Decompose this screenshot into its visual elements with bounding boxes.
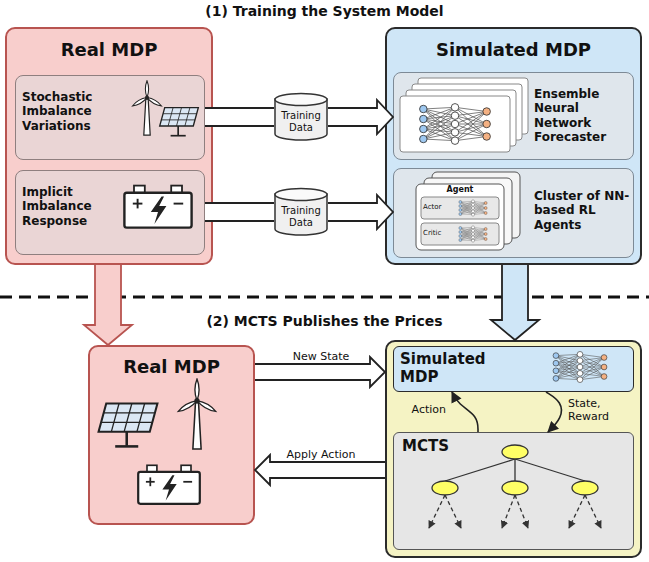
- model-box: Simulated MDP: [393, 346, 634, 392]
- ensemble-network-figure: [400, 78, 528, 152]
- node-text: Cluster of NN-based RL Agents: [534, 189, 630, 232]
- flow-arrow: [546, 392, 561, 432]
- arrow-fill: [328, 100, 393, 134]
- process-box: Stochastic Imbalance Variations: [15, 75, 205, 160]
- solar-panel-icon: [99, 404, 158, 447]
- edge-label: Action: [396, 403, 446, 416]
- node-text: Real MDP: [7, 39, 211, 61]
- node-text: Stochastic Imbalance Variations: [22, 90, 117, 133]
- flow-arrow: [452, 392, 478, 432]
- arrow-outline: [205, 220, 274, 222]
- arrow-outline: [205, 107, 274, 109]
- block-arrow: [84, 265, 132, 345]
- node-text: MCTS: [402, 437, 482, 455]
- section-heading: (2) MCTS Publishes the Prices: [0, 313, 649, 330]
- block-arrow: [328, 100, 393, 134]
- block-arrow: [328, 195, 393, 229]
- arrow-line: [452, 392, 478, 432]
- cylinder-top: [275, 189, 327, 201]
- cylinder-top: [275, 94, 327, 106]
- database-cylinder: Training Data: [274, 93, 328, 141]
- solar-panel-icon: [160, 108, 199, 136]
- arrow-line: [546, 392, 561, 432]
- database-cylinder: Training Data: [274, 188, 328, 236]
- node-text: Training Data: [275, 205, 327, 229]
- edge-label: New State: [262, 350, 380, 363]
- model-box: Ensemble Neural Network Forecaster: [393, 72, 634, 160]
- network-icon: [553, 351, 607, 382]
- planner-panel: Simulated MDP MCTS: [385, 340, 642, 558]
- arrow-fill: [205, 203, 274, 221]
- arrow-outline: [84, 265, 132, 345]
- arrow-outline: [205, 202, 274, 204]
- node-text: Real MDP: [90, 356, 253, 378]
- block-arrow: [205, 203, 274, 221]
- node-text: Simulated MDP: [400, 350, 512, 386]
- system-panel: Real MDP: [88, 345, 255, 525]
- battery-icon: [138, 465, 200, 504]
- edge-label: State, Reward: [568, 397, 630, 423]
- node-text: Implicit Imbalance Response: [22, 185, 117, 228]
- arrow-fill: [84, 265, 132, 345]
- node-text: Ensemble Neural Network Forecaster: [534, 87, 630, 145]
- arrow-fill: [205, 108, 274, 126]
- diagram-title: (1) Training the System Model: [0, 3, 649, 20]
- node-text: Training Data: [275, 110, 327, 134]
- arrow-fill: [491, 265, 539, 340]
- search-tree-figure: [429, 445, 601, 528]
- block-arrow: [491, 265, 539, 340]
- arrow-fill: [328, 195, 393, 229]
- arrow-outline: [328, 100, 393, 134]
- search-box: MCTS: [393, 432, 634, 550]
- agent-cluster-figure: [416, 172, 520, 250]
- model-box: Cluster of NN-based RL Agents: [393, 168, 634, 258]
- block-arrow: [205, 108, 274, 126]
- edge-label: Apply Action: [262, 448, 380, 461]
- process-box: Implicit Imbalance Response: [15, 170, 205, 255]
- arrow-outline: [491, 265, 539, 340]
- component-label: Actor: [423, 203, 450, 211]
- arrow-outline: [205, 125, 274, 127]
- arrow-outline: [328, 195, 393, 229]
- node-text: Simulated MDP: [387, 39, 640, 61]
- component-label: Critic: [423, 229, 450, 237]
- battery-icon: [124, 186, 191, 228]
- wind-turbine-icon: [177, 379, 216, 449]
- system-panel: Real MDP Stochastic Imbalance VariationsI…: [5, 27, 213, 265]
- component-label: Agent: [416, 185, 504, 195]
- section-divider: [0, 296, 649, 299]
- wind-turbine-icon: [132, 81, 163, 135]
